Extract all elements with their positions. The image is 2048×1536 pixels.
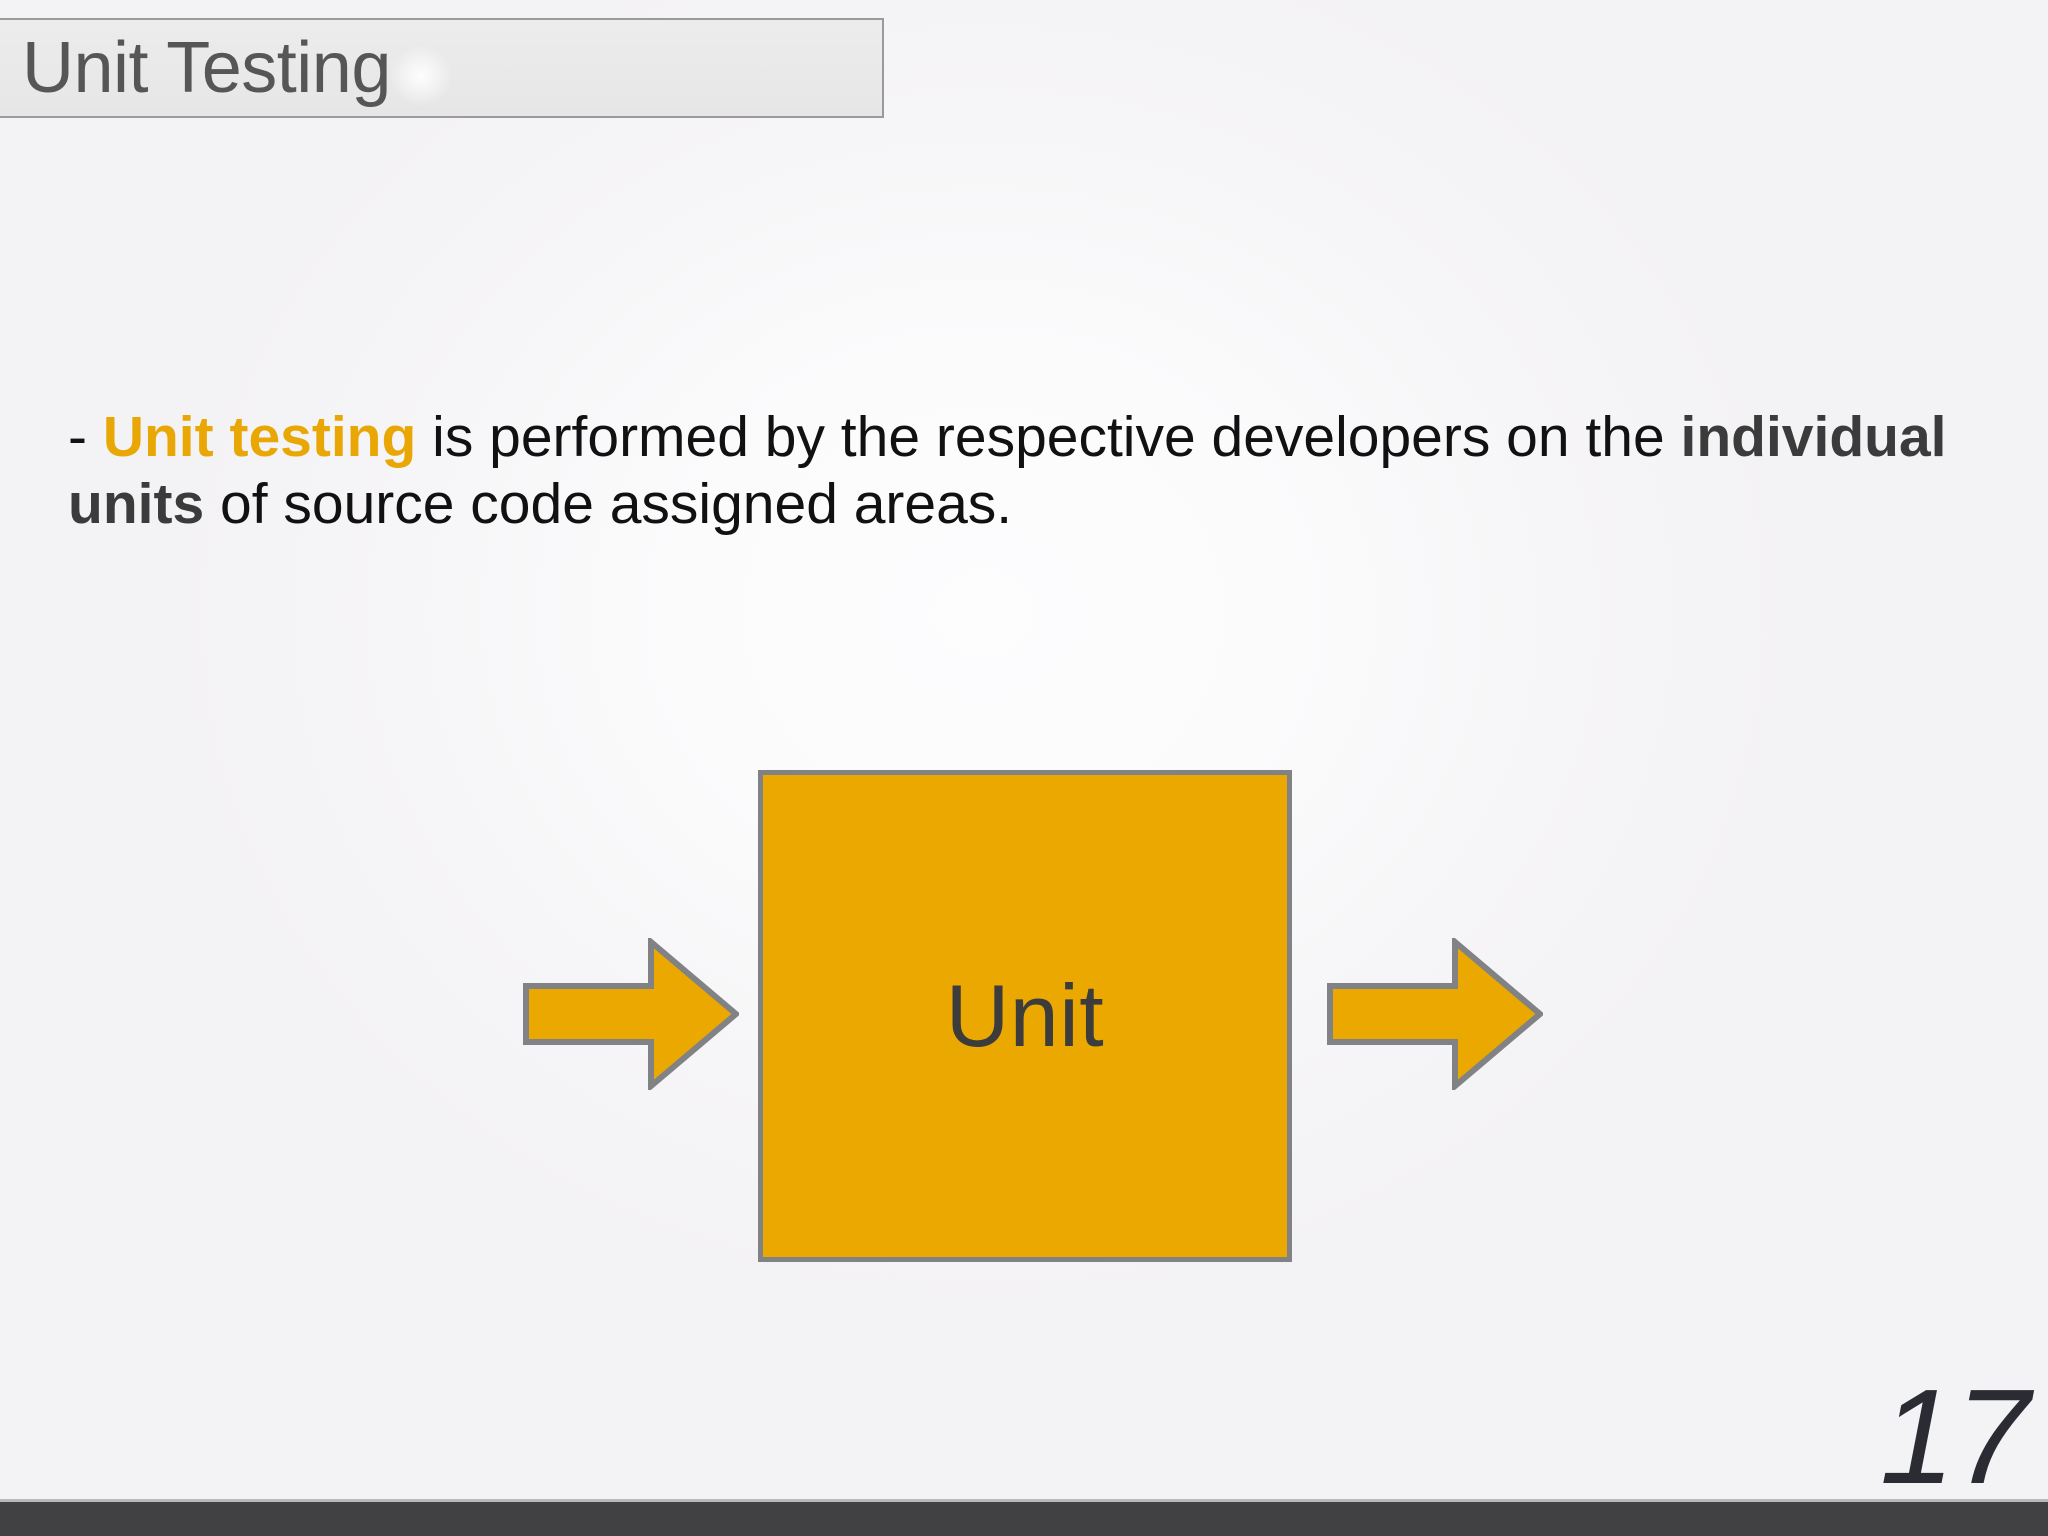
page-title: Unit Testing: [22, 28, 391, 108]
unit-box: Unit: [758, 770, 1292, 1262]
body-paragraph: - Unit testing is performed by the respe…: [68, 404, 1968, 537]
footer-hairline: [0, 1499, 2048, 1502]
input-arrow-right-icon: [523, 938, 739, 1090]
footer-bar: [0, 1502, 2048, 1536]
unit-box-label: Unit: [945, 966, 1105, 1065]
body-segment-2: of source code assigned areas.: [204, 471, 1013, 536]
slide-title-bar: Unit Testing: [0, 18, 884, 118]
bullet-dash: -: [68, 405, 103, 469]
bold-phrase: individual units: [68, 405, 1947, 536]
highlighted-term: Unit testing: [102, 405, 417, 469]
page-number: 17: [1879, 1361, 2030, 1512]
output-arrow-right-icon: [1327, 938, 1543, 1090]
body-segment-1: is performed by the respective developer…: [416, 405, 1681, 469]
